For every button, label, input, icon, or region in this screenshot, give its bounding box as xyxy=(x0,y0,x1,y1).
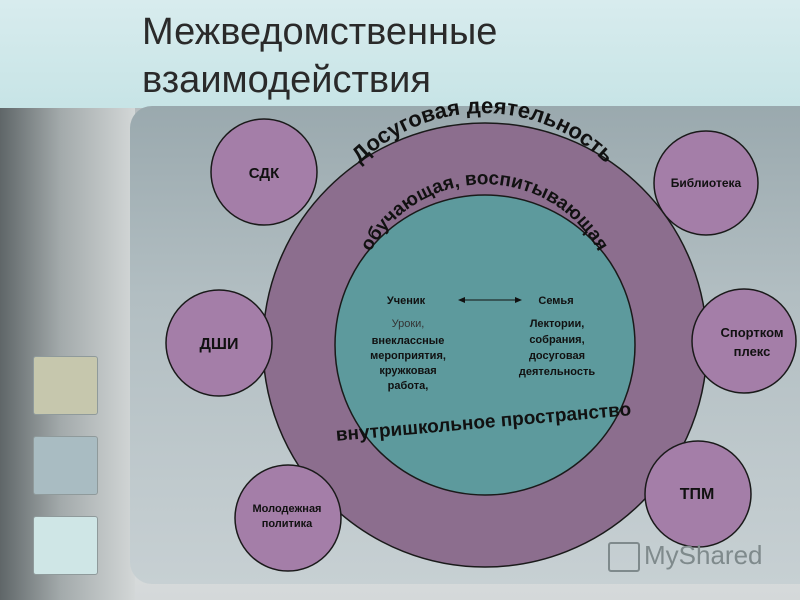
student-text-line-5: работа, xyxy=(388,380,429,392)
watermark: MyShared xyxy=(608,538,778,572)
student-text-line-4: кружковая xyxy=(379,365,436,377)
satellite-dshi-label: ДШИ xyxy=(200,336,239,353)
student-text-line-1: Уроки, xyxy=(392,318,425,330)
title-line-2: взаимодействия xyxy=(142,59,431,101)
family-text-line-4: деятельность xyxy=(519,366,595,378)
family-text-line-3: досуговая xyxy=(529,350,585,362)
satellite-sport-label-2: плекс xyxy=(734,344,771,359)
inner-circle xyxy=(334,194,636,496)
satellite-sport-label-1: Спортком xyxy=(720,325,783,340)
family-heading: Семья xyxy=(538,295,573,307)
satellite-youth: Молодежная политика xyxy=(234,464,342,572)
satellite-sdk-label: СДК xyxy=(249,165,280,182)
student-text-line-3: мероприятия, xyxy=(370,350,446,362)
family-text-line-1: Лектории, xyxy=(530,318,585,330)
color-swatch-3 xyxy=(33,516,98,575)
satellite-tpm-label: ТПМ xyxy=(680,486,715,503)
student-heading: Ученик xyxy=(387,295,426,307)
student-text-line-2: внеклассные xyxy=(372,335,445,347)
satellite-sport: Спортком плекс xyxy=(691,288,797,394)
satellite-tpm: ТПМ xyxy=(644,440,752,548)
bidirectional-arrow xyxy=(458,297,522,303)
header-band xyxy=(0,0,800,108)
satellite-library: Библиотека xyxy=(653,130,759,236)
title-line-1: Межведомственные xyxy=(142,11,498,53)
color-swatch-1 xyxy=(33,356,98,415)
satellite-youth-label-2: политика xyxy=(262,518,313,530)
satellite-dshi: ДШИ xyxy=(165,289,273,397)
satellite-sdk: СДК xyxy=(210,118,318,226)
color-swatch-2 xyxy=(33,436,98,495)
satellite-library-label: Библиотека xyxy=(671,176,742,190)
family-text-line-2: собрания, xyxy=(529,334,584,346)
page-title: Межведомственные взаимодействия xyxy=(142,8,782,104)
satellite-youth-label-1: Молодежная xyxy=(253,503,322,515)
watermark-text: MyShared xyxy=(644,540,763,570)
presentation-icon xyxy=(608,542,640,572)
